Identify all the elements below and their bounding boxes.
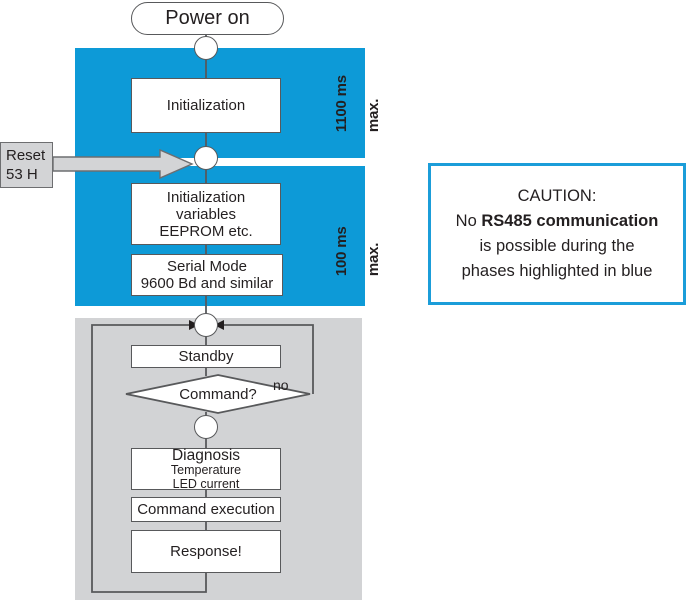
- junction-node-1: [194, 36, 218, 60]
- node-serialmode-line1: Serial Mode: [166, 258, 248, 275]
- node-reset-command[interactable]: Reset 53 H: [0, 142, 53, 188]
- node-reset-line2: 53 H: [6, 166, 38, 183]
- caution-line-2: No RS485 communication: [456, 209, 659, 234]
- node-diagnosis-line2: Temperature: [170, 463, 242, 477]
- junction-node-4: [194, 415, 218, 439]
- decision-diamond-shape: [125, 374, 311, 414]
- node-decision-command[interactable]: Command?: [125, 374, 311, 414]
- caution-line-3: is possible during the: [479, 237, 635, 255]
- caution-line-2-prefix: No: [455, 212, 482, 230]
- node-diagnosis-line3: LED current: [172, 476, 240, 491]
- node-diagnosis-title: Diagnosis: [171, 447, 241, 464]
- node-power-on-label: Power on: [165, 7, 250, 29]
- caution-line-1: CAUTION:: [517, 187, 597, 205]
- junction-node-2: [194, 146, 218, 170]
- node-decision-label: Command?: [179, 385, 257, 403]
- node-serialmode-line2: 9600 Bd and similar: [140, 275, 274, 292]
- caution-line-4: phases highlighted in blue: [461, 262, 653, 280]
- node-standby-label: Standby: [178, 348, 234, 365]
- node-response[interactable]: Response!: [131, 530, 281, 573]
- node-standby[interactable]: Standby: [131, 345, 281, 368]
- decision-branch-no-label: no: [273, 377, 289, 393]
- node-initvars-line1: Initialization: [166, 188, 246, 206]
- node-command-execution[interactable]: Command execution: [131, 497, 281, 522]
- node-power-on[interactable]: Power on: [131, 2, 284, 35]
- caution-line-2-bold: RS485 communication: [481, 212, 659, 230]
- node-reset-line1: Reset: [6, 147, 46, 164]
- node-serial-mode[interactable]: Serial Mode 9600 Bd and similar: [131, 254, 283, 296]
- node-command-execution-label: Command execution: [137, 501, 275, 518]
- node-initialization-label: Initialization: [166, 97, 246, 114]
- node-diagnosis[interactable]: Diagnosis Temperature LED current: [131, 447, 281, 491]
- node-initialization-variables[interactable]: Initialization variables EEPROM etc.: [131, 183, 281, 245]
- node-response-label: Response!: [170, 543, 242, 560]
- node-initialization[interactable]: Initialization: [131, 78, 281, 133]
- junction-node-3: [194, 313, 218, 337]
- caution-callout: CAUTION: No RS485 communication is possi…: [428, 163, 686, 305]
- node-initvars-line3: EEPROM etc.: [159, 222, 253, 240]
- node-initvars-line2: variables: [175, 205, 237, 223]
